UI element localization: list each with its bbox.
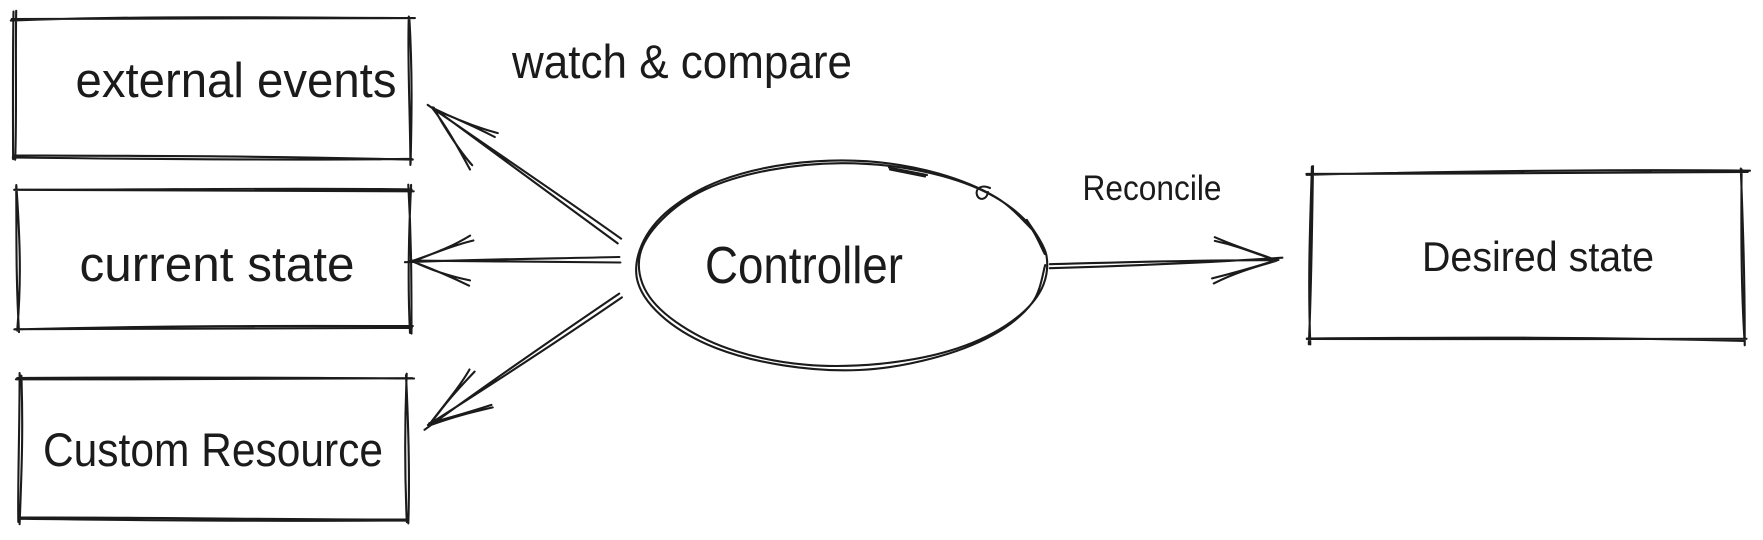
svg-text:Controller: Controller bbox=[705, 237, 903, 295]
svg-text:watch & compare: watch & compare bbox=[511, 35, 852, 88]
svg-text:Desired state: Desired state bbox=[1422, 233, 1654, 280]
svg-text:Custom Resource: Custom Resource bbox=[43, 423, 383, 476]
svg-text:Reconcile: Reconcile bbox=[1083, 169, 1222, 208]
svg-text:current state: current state bbox=[80, 238, 355, 292]
svg-text:external events: external events bbox=[76, 54, 397, 108]
